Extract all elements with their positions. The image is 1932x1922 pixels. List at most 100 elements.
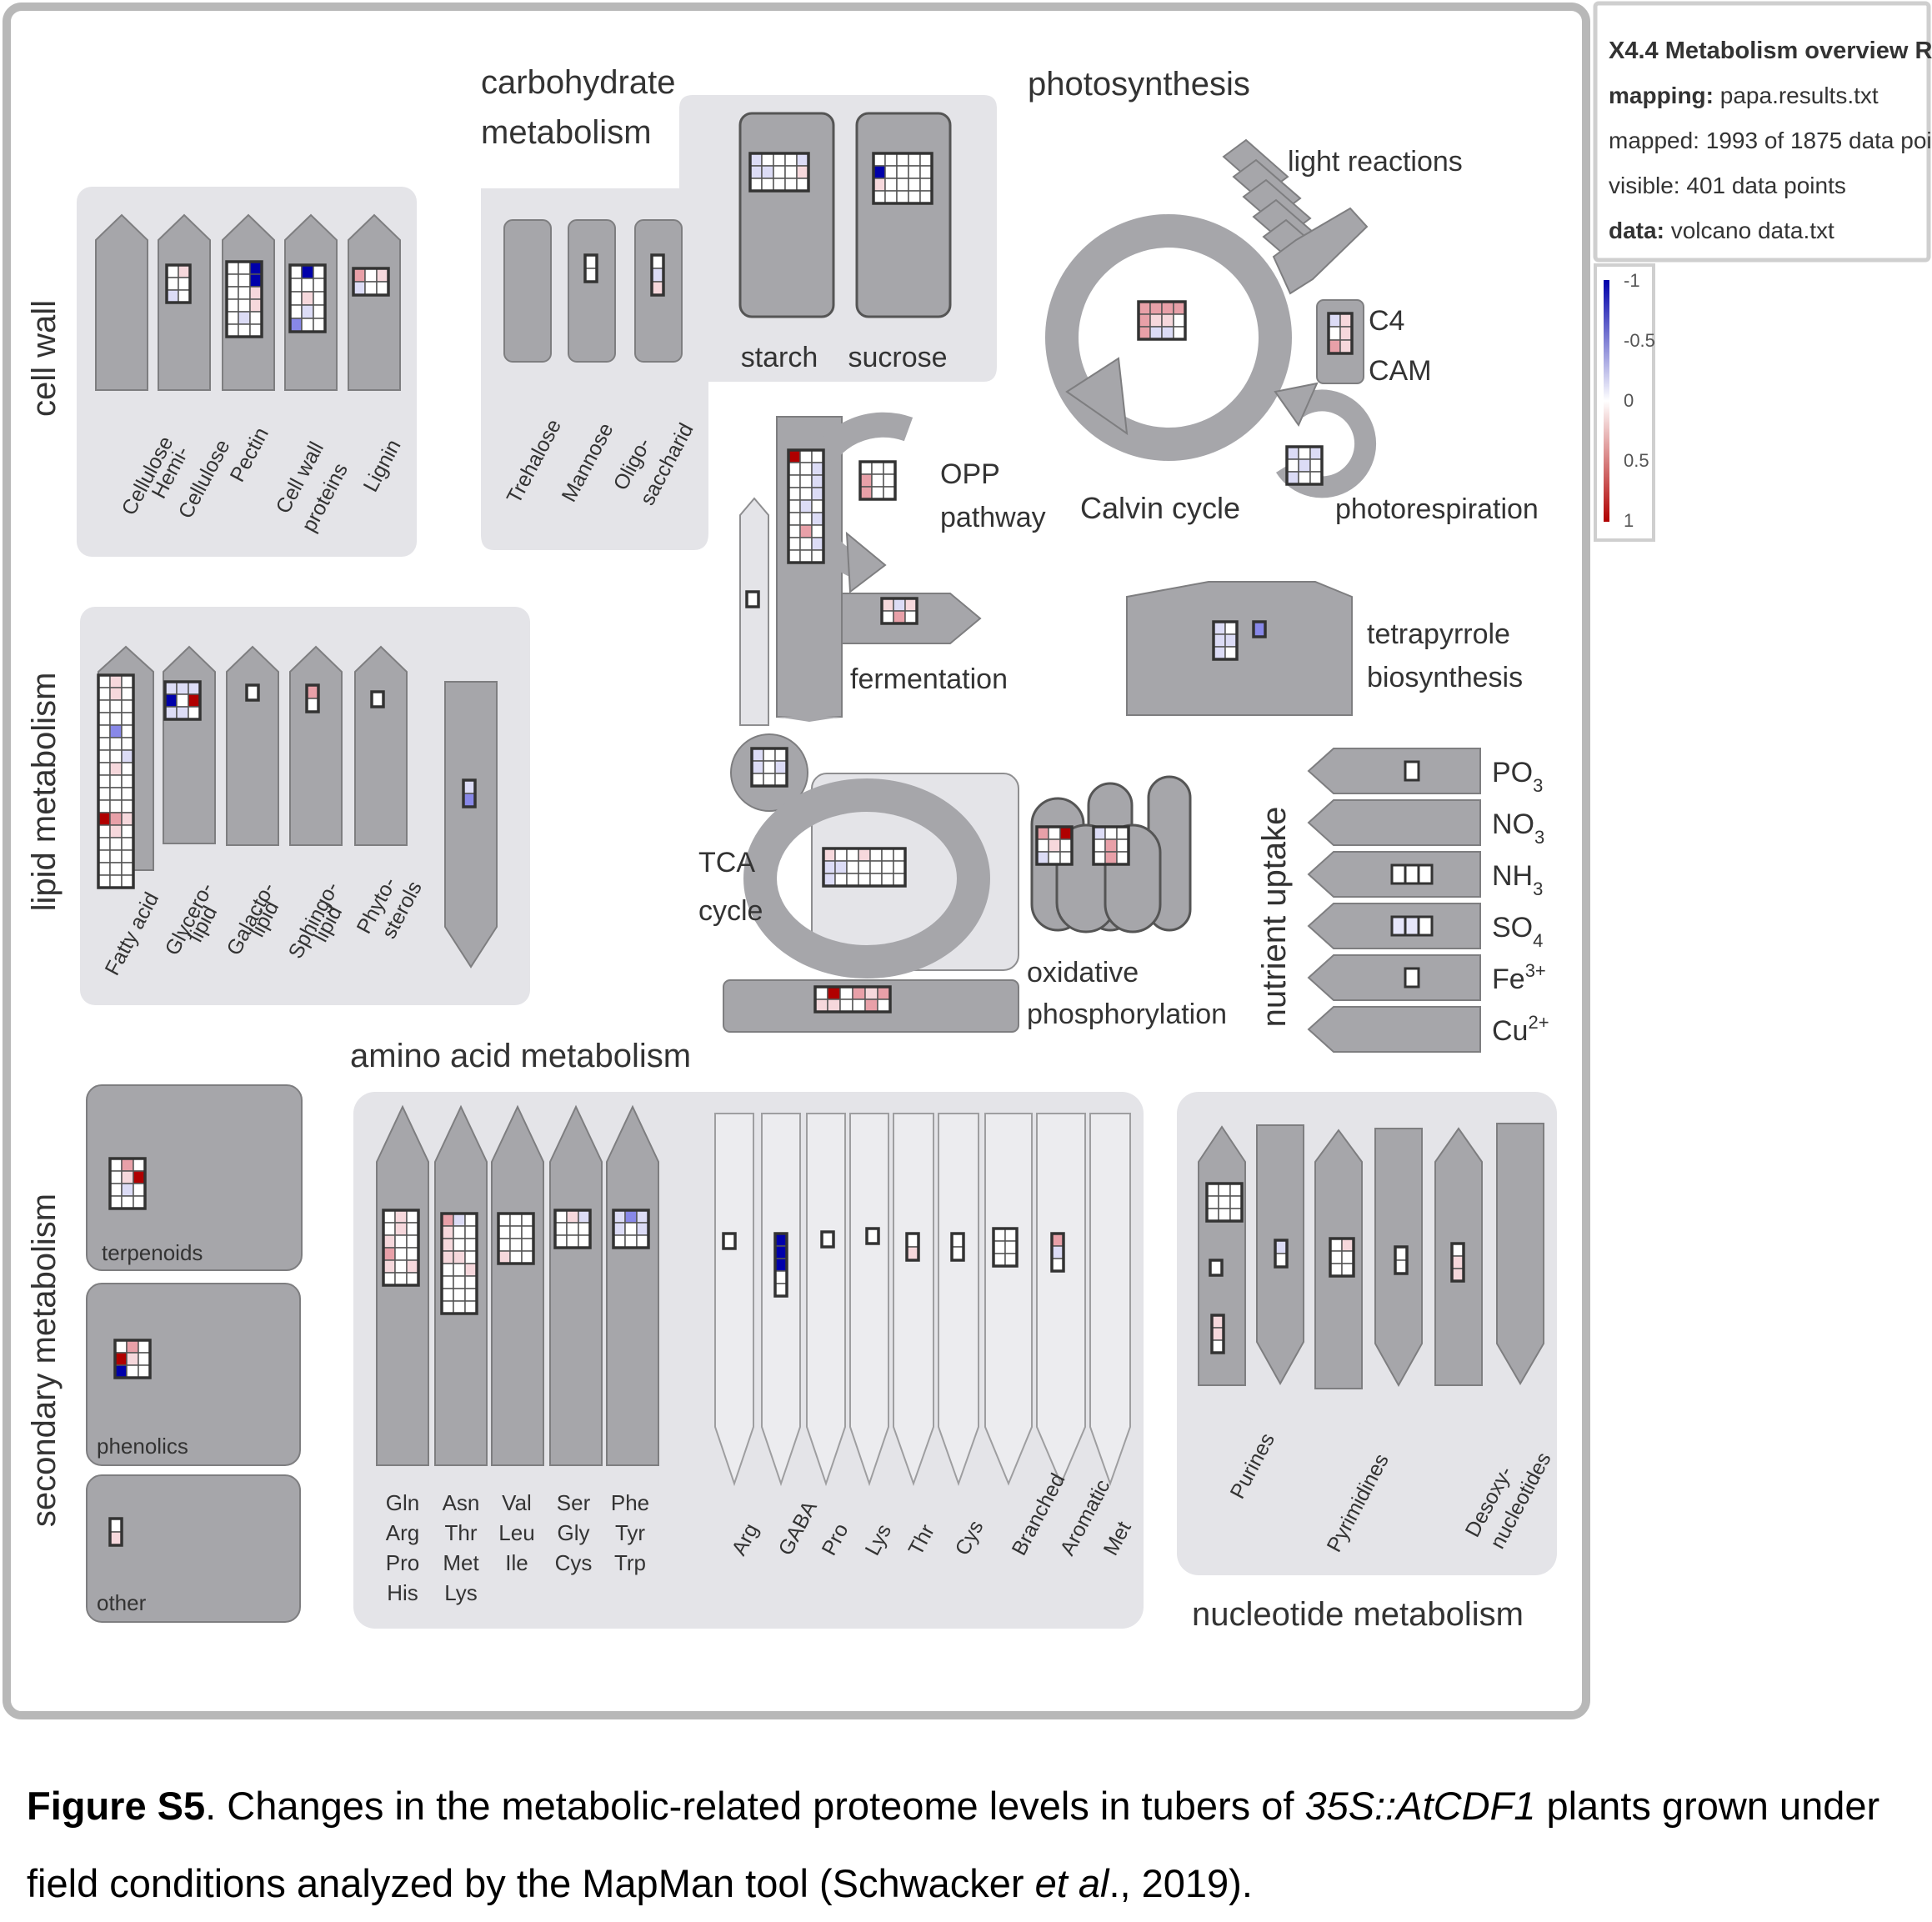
legend-tick: 0: [1624, 390, 1634, 411]
label-photorespiration: photorespiration: [1335, 493, 1539, 525]
heatmap-grid: [992, 1227, 1019, 1268]
label-ox-2: phosphorylation: [1027, 999, 1227, 1030]
heatmap-grid: [722, 1232, 737, 1250]
color-legend: -1-0.500.51: [1594, 263, 1655, 542]
aa-group-label: Val: [502, 1490, 532, 1515]
aa-group-label: Ser: [557, 1490, 591, 1515]
svg-text:data: volcano data.txt: data: volcano data.txt: [1609, 218, 1834, 243]
label-tca-1: TCA: [698, 847, 755, 878]
label-starch: starch: [741, 342, 818, 373]
section-secondary: secondary metabolism: [26, 1194, 63, 1527]
nutrient-label: NO3: [1492, 808, 1544, 848]
heatmap-grid: [858, 460, 897, 501]
info-data-label: data:: [1609, 218, 1664, 243]
heatmap-grid: [612, 1209, 650, 1249]
label-tetra-1: tetrapyrrole: [1367, 618, 1510, 650]
label-ox-1: oxidative: [1027, 957, 1139, 989]
heatmap-grid: [1329, 1237, 1355, 1278]
heatmap-grid: [583, 253, 598, 283]
heatmap-grid: [773, 1232, 788, 1298]
heatmap-grid: [822, 847, 907, 888]
heatmap-grid: [1274, 1239, 1289, 1269]
info-visible: visible: 401 data points: [1609, 173, 1846, 198]
heatmap-grid: [245, 683, 260, 702]
heatmap-grid: [650, 253, 665, 297]
info-box: X4.4 Metabolism overview R4.0.svg mappin…: [1593, 1, 1932, 263]
heatmap-grid: [820, 1230, 835, 1249]
aa-group-label: Thr: [445, 1520, 478, 1545]
label-tetra-2: biosynthesis: [1367, 662, 1523, 693]
info-mapped: mapped: 1993 of 1875 data points: [1609, 128, 1932, 153]
protein-heatmap-grids: [97, 152, 1465, 1547]
aa-group-label: Tyr: [615, 1520, 645, 1545]
legend-tick: 0.5: [1624, 450, 1649, 471]
section-lipid: lipid metabolism: [26, 673, 63, 912]
heatmap-grid: [1450, 1242, 1465, 1283]
info-title: X4.4 Metabolism overview R4.0.svg: [1609, 38, 1932, 64]
heatmap-grid: [950, 1232, 965, 1262]
label-other: other: [97, 1590, 147, 1615]
aa-group-label: Gln: [386, 1490, 419, 1515]
aa-group-label: Lys: [444, 1580, 478, 1605]
heatmap-grid: [1050, 1232, 1065, 1273]
heatmap-grid: [462, 778, 477, 808]
aa-group-label: Trp: [614, 1550, 646, 1575]
metabolism-overview-diagram: X4.4 Metabolism overview R4.0.svg mappin…: [3, 1, 1932, 1719]
heatmap-grid: [1285, 445, 1324, 486]
label-terpenoids: terpenoids: [102, 1240, 203, 1265]
aa-group-label: Arg: [386, 1520, 419, 1545]
aa-group-label: Asn: [443, 1490, 480, 1515]
legend-tick: 1: [1624, 510, 1634, 531]
section-nutrient: nutrient uptake: [1256, 807, 1293, 1028]
caption-part3: ., 2019).: [1109, 1861, 1253, 1905]
heatmap-grid: [745, 590, 760, 608]
heatmap-grid: [905, 1232, 920, 1262]
nutrient-arrow: [1307, 748, 1481, 794]
aa-group-label: Gly: [558, 1520, 590, 1545]
label-c4: C4: [1369, 305, 1404, 337]
label-phenolics: phenolics: [97, 1434, 188, 1459]
heatmap-grid: [553, 1209, 592, 1249]
nutrient-arrow: [1307, 799, 1481, 846]
label-opp-1: OPP: [940, 458, 1000, 490]
label-light-reactions: light reactions: [1288, 146, 1463, 178]
heatmap-grid: [352, 267, 390, 297]
heatmap-grid: [813, 985, 892, 1014]
heatmap-grid: [1209, 1259, 1224, 1277]
aa-group-label: Pro: [386, 1550, 419, 1575]
label-cam: CAM: [1369, 355, 1432, 387]
figure-caption: Figure S5. Changes in the metabolic-rela…: [27, 1767, 1902, 1922]
aa-group-label: Phe: [611, 1490, 649, 1515]
nutrient-label: Fe3+: [1492, 960, 1546, 995]
info-data-value: volcano data.txt: [1671, 218, 1834, 243]
heatmap-grid: [1137, 300, 1187, 341]
heatmap-grid: [163, 680, 202, 721]
heatmap-grid: [370, 690, 385, 708]
heatmap-grid: [1327, 312, 1354, 355]
aa-group-label: Ile: [505, 1550, 528, 1575]
heatmap-grid: [1035, 825, 1074, 866]
aa-group-label: Leu: [498, 1520, 534, 1545]
heatmap-grid: [165, 263, 192, 304]
caption-part1: . Changes in the metabolic-related prote…: [205, 1784, 1305, 1828]
svg-text:mapping: papa.results.txt: mapping: papa.results.txt: [1609, 83, 1879, 108]
heatmap-grid: [382, 1209, 420, 1287]
info-mapping-label: mapping:: [1609, 83, 1714, 108]
label-opp-2: pathway: [940, 502, 1046, 533]
aa-group-label: Cys: [555, 1550, 593, 1575]
info-mapping-value: papa.results.txt: [1720, 83, 1879, 108]
caption-part2: plants grown under field conditions anal…: [27, 1784, 1880, 1905]
label-sucrose: sucrose: [848, 342, 947, 373]
heatmap-grid: [1205, 1182, 1244, 1223]
legend-tick: -0.5: [1624, 330, 1655, 351]
label-fermentation: fermentation: [850, 663, 1008, 695]
heatmap-grid: [440, 1212, 478, 1315]
heatmap-grid: [1210, 1314, 1225, 1354]
heatmap-grid: [497, 1212, 535, 1265]
nutrient-label: NH3: [1492, 860, 1543, 899]
section-carb-2: metabolism: [481, 114, 652, 151]
nutrient-label: Cu2+: [1492, 1012, 1549, 1047]
section-amino-acid: amino acid metabolism: [350, 1038, 691, 1074]
section-nucleotide: nucleotide metabolism: [1192, 1596, 1524, 1633]
heatmap-grid: [225, 260, 263, 338]
